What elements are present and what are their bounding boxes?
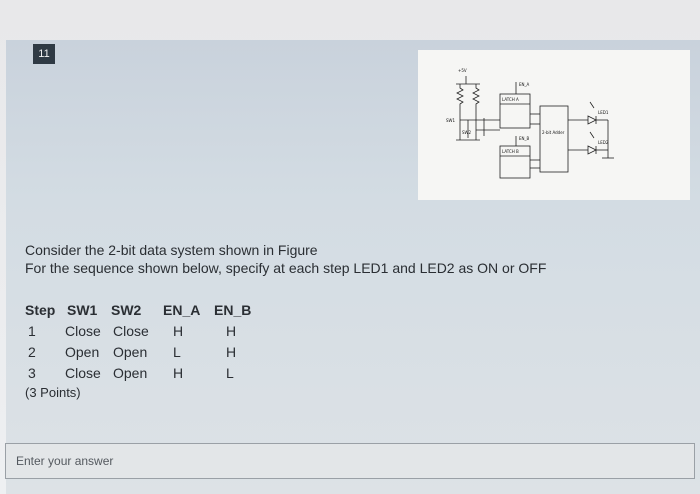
label-led2: LED2 (598, 140, 609, 145)
cell-sw2: Close (113, 323, 149, 339)
cell-en-b: L (226, 365, 234, 381)
label-sw1: SW1 (446, 118, 455, 123)
cell-en-a: H (173, 365, 184, 381)
question-text: Consider the 2-bit data system shown in … (25, 241, 546, 277)
cell-sw2: Open (113, 344, 148, 360)
cell-en-a: L (173, 344, 181, 360)
label-vcc: +5V (458, 68, 467, 73)
cell-sw2: Open (113, 365, 148, 381)
label-latch-b: LATCH B (502, 149, 519, 154)
cell-sw1: Close (65, 323, 101, 339)
label-sw2: SW2 (462, 130, 471, 135)
cell-en-b: H (226, 344, 237, 360)
points-label: (3 Points) (25, 385, 81, 400)
header-en-a: EN_A (163, 302, 201, 318)
header-sw1: SW1 (67, 302, 98, 318)
cell-en-a: H (173, 323, 184, 339)
header-sw2: SW2 (111, 302, 142, 318)
answer-input[interactable] (5, 443, 695, 479)
question-number-badge: 11 (33, 44, 55, 64)
question-line-2: For the sequence shown below, specify at… (25, 260, 547, 276)
label-led1: LED1 (598, 110, 609, 115)
label-en-b: EN_B (519, 136, 530, 141)
question-line-1: Consider the 2-bit data system shown in … (25, 242, 318, 258)
cell-step: 1 (28, 323, 36, 339)
circuit-figure: +5V EN_A EN_B LATCH A LATCH B 2-bit Adde… (418, 50, 690, 200)
cell-step: 2 (28, 344, 36, 360)
cell-en-b: H (226, 323, 237, 339)
cell-sw1: Open (65, 344, 100, 360)
circuit-diagram: +5V EN_A EN_B LATCH A LATCH B 2-bit Adde… (446, 68, 614, 179)
header-step: Step (25, 302, 56, 318)
label-en-a: EN_A (519, 82, 530, 87)
label-adder: 2-bit Adder (542, 130, 565, 135)
cell-step: 3 (28, 365, 36, 381)
label-latch-a: LATCH A (502, 97, 519, 102)
cell-sw1: Close (65, 365, 101, 381)
header-en-b: EN_B (214, 302, 252, 318)
